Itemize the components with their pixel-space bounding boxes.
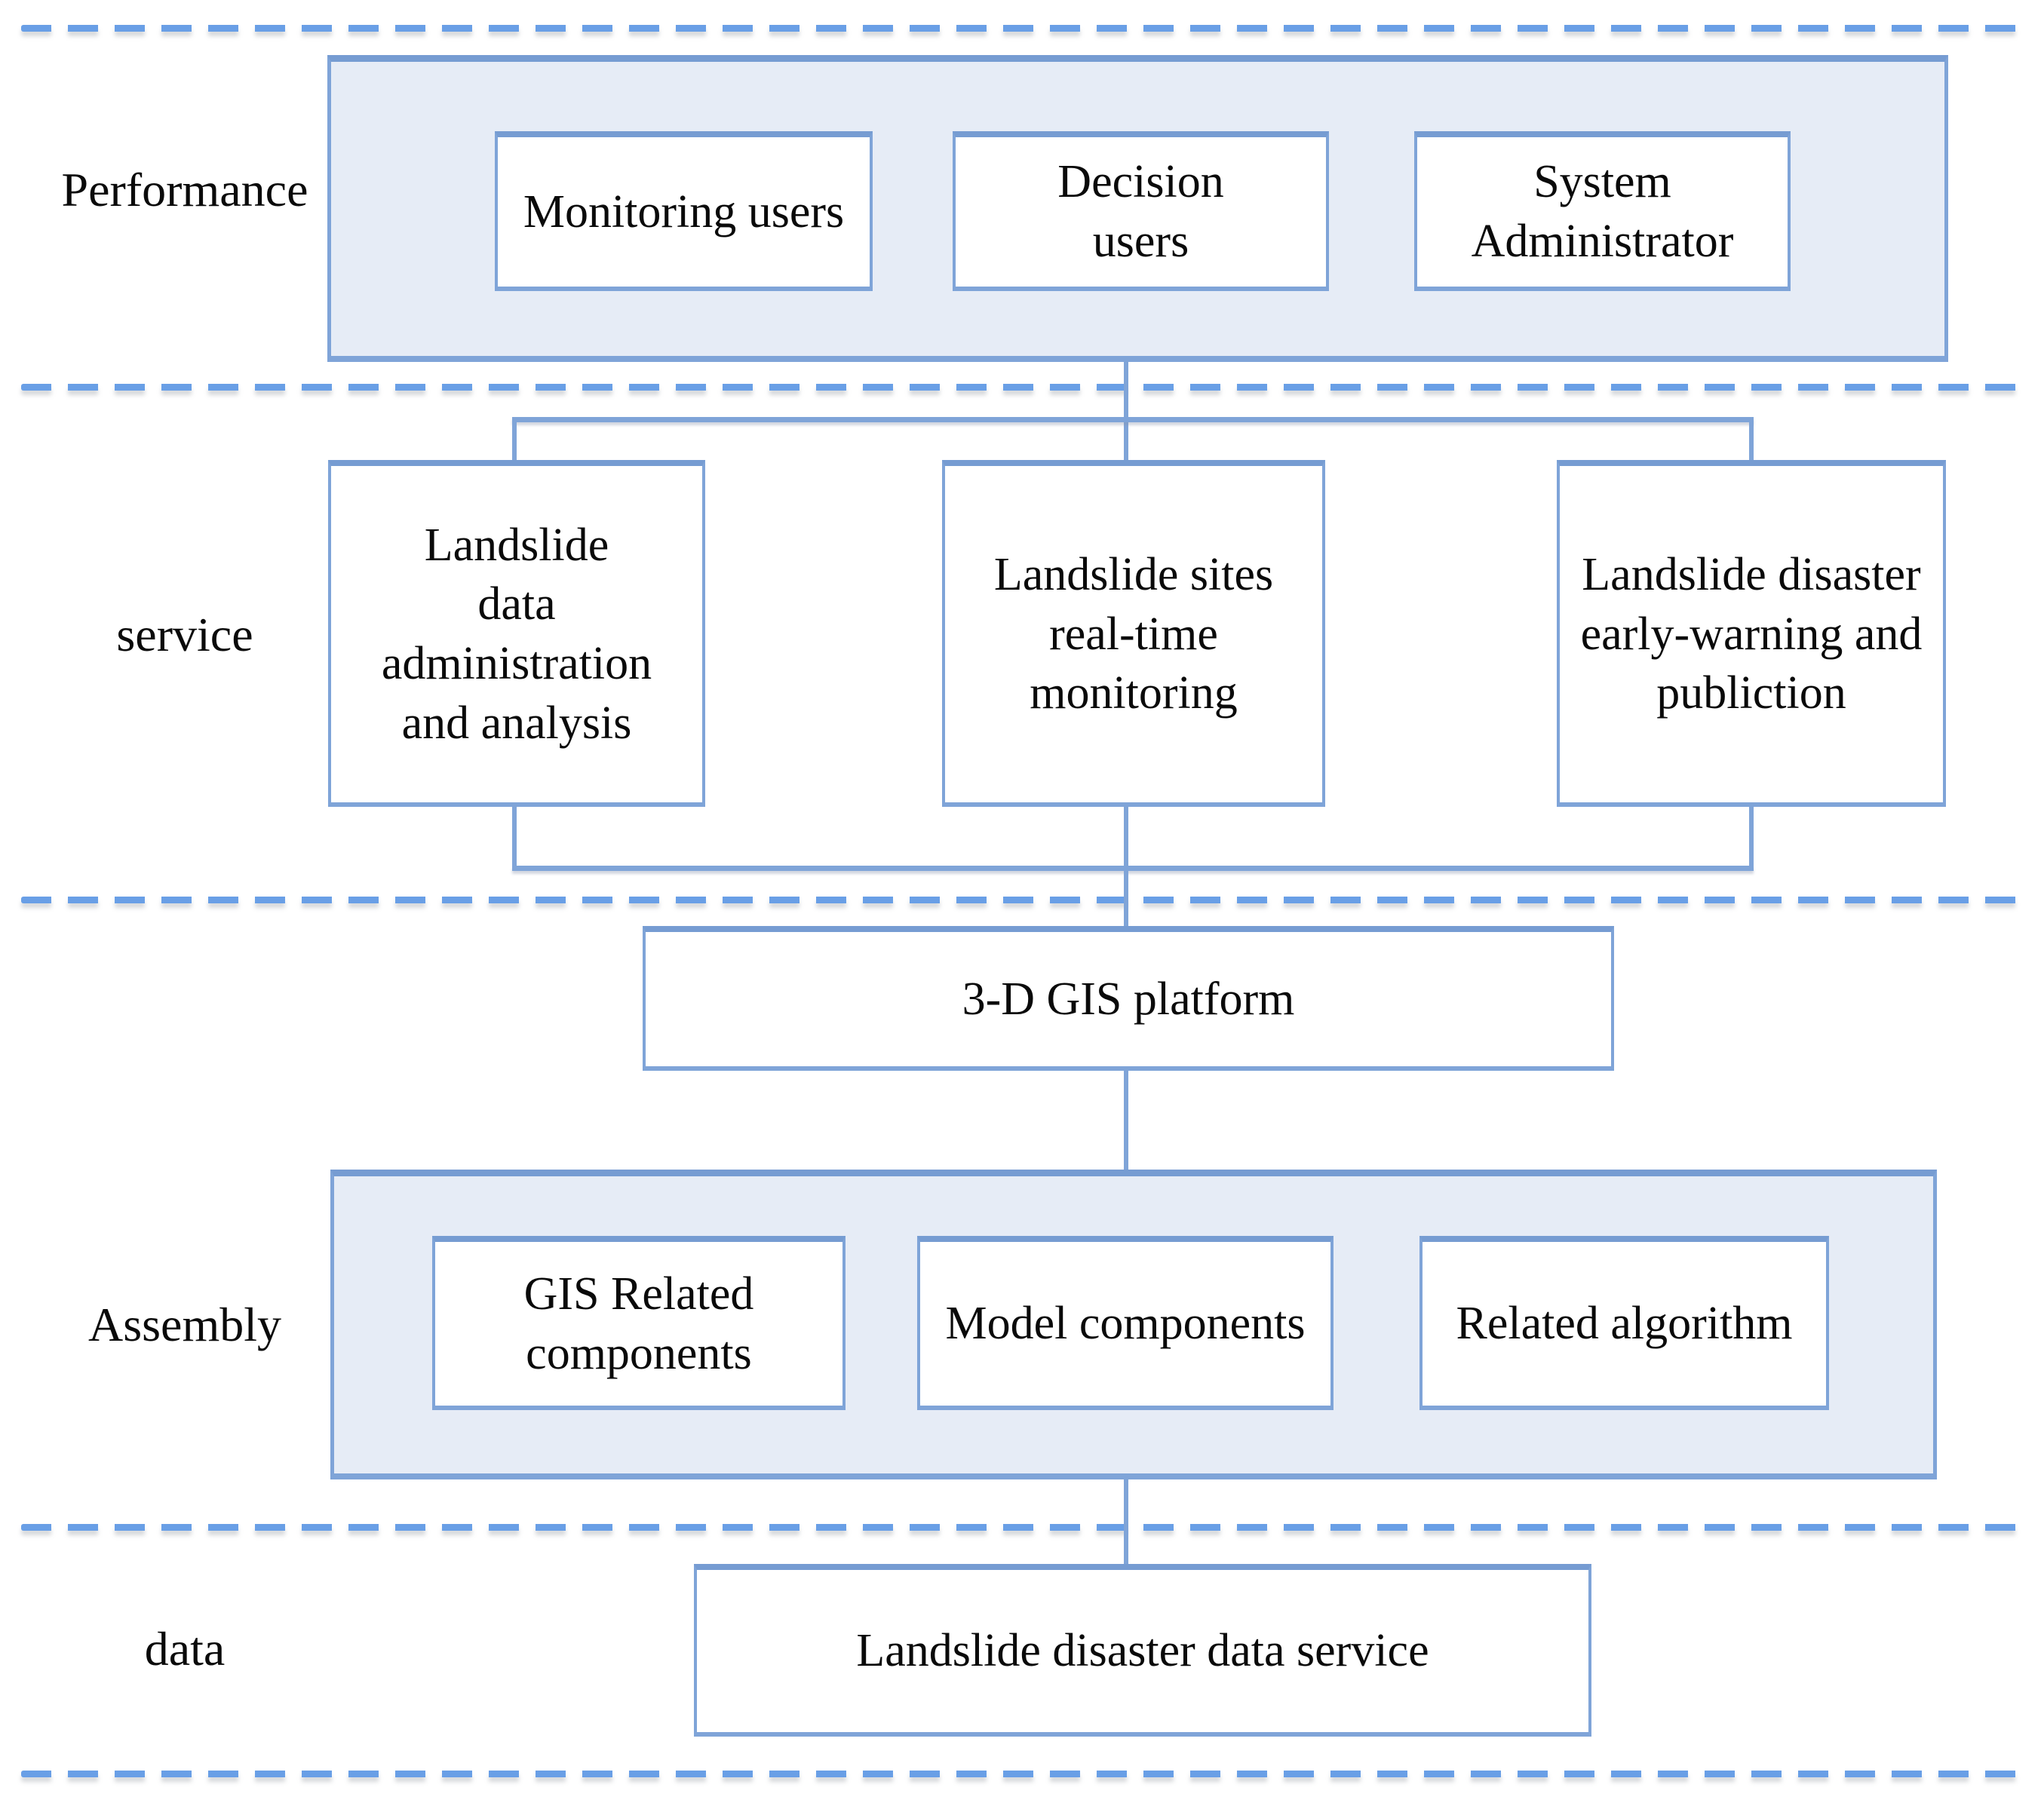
connector-service-to-platform [1124, 807, 1128, 926]
box-landslide-early-warning: Landslide disaster early-warning and pub… [1557, 460, 1946, 807]
layer-divider-5 [21, 1771, 2024, 1777]
layer-divider-2 [21, 384, 2024, 391]
box-related-algorithm: Related algorithm [1419, 1236, 1829, 1410]
layer-divider-3 [21, 897, 2024, 903]
service-bracket-top-right-stub [1749, 417, 1754, 462]
box-landslide-data-service: Landslide disaster data service [694, 1564, 1591, 1737]
box-model-components: Model components [917, 1236, 1334, 1410]
layer-divider-4 [21, 1524, 2024, 1531]
service-bracket-bottom-right-stub [1749, 807, 1754, 871]
box-monitoring-users: Monitoring users [495, 131, 873, 291]
connector-assembly-to-data [1124, 1479, 1128, 1564]
service-bracket-top-left-stub [512, 417, 517, 462]
box-gis-related-components: GIS Related components [432, 1236, 846, 1410]
layer-label-performance: Performance [61, 163, 308, 216]
layer-label-assembly: Assembly [88, 1298, 281, 1351]
connector-performance-to-service [1124, 360, 1128, 461]
layer-divider-1 [21, 25, 2024, 32]
service-bracket-top [512, 417, 1754, 422]
connector-platform-to-assembly [1124, 1071, 1128, 1170]
box-landslide-data-administration: Landslide data administration and analys… [328, 460, 705, 807]
service-bracket-bottom-left-stub [512, 807, 517, 871]
service-bracket-bottom [512, 866, 1754, 871]
box-system-administrator: System Administrator [1414, 131, 1791, 291]
box-decision-users: Decision users [953, 131, 1329, 291]
box-landslide-sites-monitoring: Landslide sites real-time monitoring [942, 460, 1325, 807]
box-gis-platform: 3-D GIS platform [643, 926, 1614, 1071]
layer-label-data: data [144, 1622, 226, 1676]
layer-label-service: service [116, 608, 253, 661]
